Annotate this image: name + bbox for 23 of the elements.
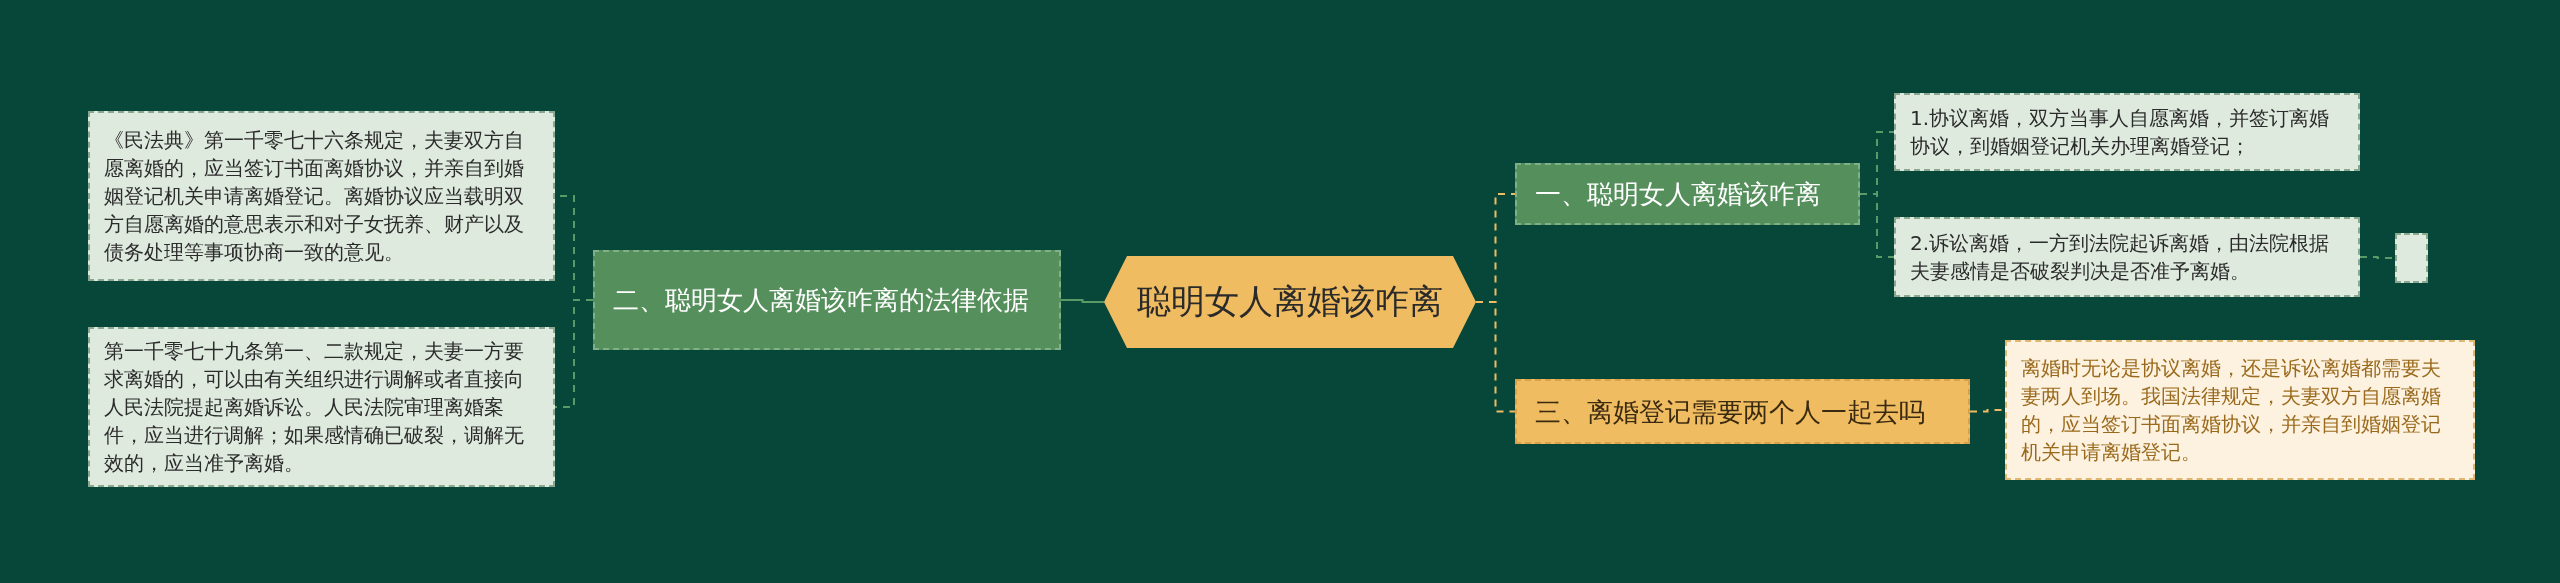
topic-text: 三、离婚登记需要两个人一起去吗 xyxy=(1535,395,1925,429)
topic-text: 聪明女人离婚该咋离 xyxy=(1137,280,1443,323)
topic-text: 一、聪明女人离婚该咋离 xyxy=(1535,178,1821,211)
note-card xyxy=(88,111,555,281)
note-card xyxy=(1894,217,2360,297)
topic-text: 1.协议离婚，双方当事人自愿离婚，并签订离婚协议，到婚姻登记机关办理离婚登记； xyxy=(1910,105,2331,160)
topic-text: 2.诉讼离婚，一方到法院起诉离婚，由法院根据夫妻感情是否破裂判决是否准予离婚。 xyxy=(1910,230,2331,285)
connector-line xyxy=(1859,193,1895,258)
topic-box xyxy=(593,250,1061,350)
topic-box xyxy=(1515,379,1970,444)
empty-box xyxy=(2395,233,2428,283)
connector-line xyxy=(1475,301,1516,413)
central-topic-hexagon xyxy=(1104,256,1476,348)
topic-text: 第一千零七十九条第一、二款规定，夫妻一方要求离婚的，可以由有关组织进行调解或者直接向人民法院提起离婚诉讼。人民法院审理离婚案件，应当进行调解；如果感情确已破裂，调解无效的，应当准予离婚。 xyxy=(104,338,525,477)
note-card xyxy=(1894,93,2360,171)
topic-text: 二、聪明女人离婚该咋离的法律依据 xyxy=(613,284,1029,317)
topic-box xyxy=(1515,163,1860,225)
connector-line xyxy=(1060,299,1105,303)
connector-line xyxy=(554,299,594,408)
topic-text: 《民法典》第一千零七十六条规定，夫妻双方自愿离婚的，应当签订书面离婚协议，并亲自到婚姻登记机关申请离婚登记。离婚协议应当载明双方自愿离婚的意思表示和对子女抚养、财产以及债务处理等事项协商一致的意见。 xyxy=(104,127,525,266)
topic-text: 离婚时无论是协议离婚，还是诉讼离婚都需要夫妻两人到场。我国法律规定，夫妻双方自愿离婚的，应当签订书面离婚协议，并亲自到婚姻登记机关申请离婚登记。 xyxy=(2021,355,2442,466)
note-card xyxy=(88,327,555,487)
note-card xyxy=(2005,340,2475,480)
